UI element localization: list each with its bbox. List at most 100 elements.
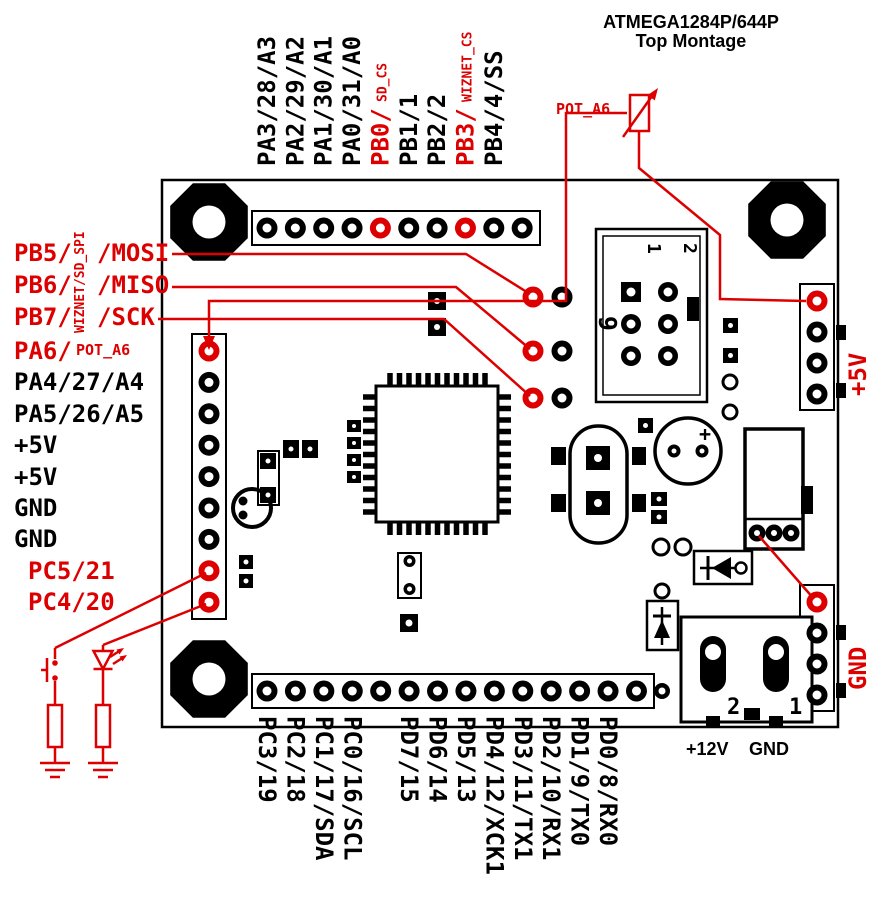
component-pad	[238, 510, 248, 520]
mcu-pin	[498, 440, 511, 446]
mcu-pin	[387, 522, 393, 535]
smd-pad	[551, 494, 566, 512]
wire-pc4	[102, 602, 207, 647]
smd-pad	[551, 447, 566, 465]
smd-pad	[744, 708, 760, 720]
mcu-pin	[472, 522, 479, 535]
mcu-pin	[498, 394, 511, 400]
label-power-gnd: GND	[749, 739, 789, 759]
pin-pad-highlight	[198, 591, 220, 613]
pin-pad	[284, 217, 306, 239]
pin-label-bottom: PD4/12/XCK1	[480, 716, 508, 875]
label-right-gnd: GND	[844, 647, 872, 690]
mcu-pin	[498, 486, 511, 492]
pin-pad	[512, 680, 534, 702]
pin-pad	[198, 528, 220, 550]
label-5v: +5V	[14, 431, 57, 459]
pin-pad	[483, 217, 505, 239]
led-symbol	[91, 645, 127, 705]
pin-pad	[341, 217, 363, 239]
label-pb7-pre: PB7/	[14, 303, 72, 331]
contact	[52, 660, 58, 666]
isp-shroud-inner	[602, 235, 701, 396]
contact	[52, 675, 58, 681]
mcu-pin	[498, 451, 511, 458]
mcu-pin	[498, 474, 511, 481]
title-line2: Top Montage	[636, 31, 747, 51]
mounting-hole	[170, 640, 248, 718]
smd-pad	[260, 453, 276, 469]
pin-label-top: PB1/1	[395, 94, 423, 166]
pin-pad	[695, 444, 709, 458]
mcu-pin	[472, 373, 479, 386]
pin-label-top: PB0/	[366, 108, 394, 166]
pushbutton-symbol	[41, 648, 58, 705]
pin-pad	[483, 680, 505, 702]
pin-pad-highlight	[522, 340, 544, 362]
label-pb6-post: /MISO	[97, 271, 169, 299]
wire-mosi	[172, 252, 531, 296]
pin-pad-highlight	[198, 340, 220, 362]
smd-pad	[347, 420, 361, 432]
pin-label-bottom: PC2/18	[281, 716, 309, 803]
mcu-pin	[498, 428, 511, 435]
passive-outline	[257, 450, 280, 506]
mcu-pin	[498, 497, 511, 504]
power-pin2-number: 2	[727, 695, 740, 720]
pin-label-bottom: PD3/11/TX1	[509, 716, 537, 861]
pin-pad	[455, 680, 477, 702]
smd-pad	[632, 447, 646, 465]
mcu-pin	[498, 417, 511, 423]
wire-pc5	[54, 571, 207, 650]
pin-pad	[313, 217, 335, 239]
annotation-wires	[54, 111, 815, 650]
diode-horizontal	[692, 549, 754, 586]
mcu-pin	[498, 509, 511, 515]
mcu-pin	[363, 440, 376, 446]
pin-pad	[198, 403, 220, 425]
via-pad	[673, 537, 693, 557]
smd-pad	[260, 487, 276, 503]
mcu-pin	[396, 373, 403, 386]
mcu-pin	[434, 522, 441, 535]
smd-pad	[302, 440, 318, 458]
smd-pad	[283, 440, 299, 458]
light-arrowhead	[119, 655, 127, 662]
mcu-pin	[453, 522, 460, 535]
pin-label-bottom: PD5/13	[452, 716, 480, 803]
smd-pad	[632, 494, 646, 512]
mcu-pin	[434, 373, 441, 386]
pin-pad	[198, 466, 220, 488]
smd-pad	[651, 492, 667, 506]
pin-label-bottom: PD6/14	[424, 716, 452, 803]
pin-pad	[597, 680, 619, 702]
mcu-pin	[363, 463, 376, 469]
label-pc4: PC4/20	[28, 588, 115, 616]
pin-pad	[782, 524, 800, 542]
isp-pin2-number: 2	[679, 243, 700, 254]
cap-plus-mark: +	[699, 422, 711, 446]
ground-symbol	[88, 761, 118, 779]
smd-pad	[428, 318, 446, 336]
mcu-pin	[463, 522, 469, 535]
pin-label-top-sub: SD_CS	[375, 63, 390, 102]
pin-pad	[540, 680, 562, 702]
pin-pad	[370, 680, 392, 702]
power-pin-hole	[768, 644, 784, 660]
pin-pad-highlight	[369, 217, 391, 239]
diode-triangle	[712, 557, 731, 579]
smd-pad	[723, 318, 738, 333]
right-5v-header-outline	[799, 283, 835, 411]
label-5v: +5V	[14, 463, 57, 491]
smd-pad	[638, 418, 653, 433]
pin-pad	[654, 683, 670, 699]
via-pad	[653, 582, 671, 600]
pin-pad	[806, 352, 828, 374]
wire-pot-wiper	[207, 111, 627, 337]
pin-pad	[658, 282, 678, 302]
pin-pad	[198, 434, 220, 456]
pin-label-bottom: PC1/17/SDA	[310, 716, 338, 861]
mcu-pin	[498, 463, 511, 469]
power-pin1-number: 1	[789, 695, 802, 720]
pin-pad	[256, 680, 278, 702]
